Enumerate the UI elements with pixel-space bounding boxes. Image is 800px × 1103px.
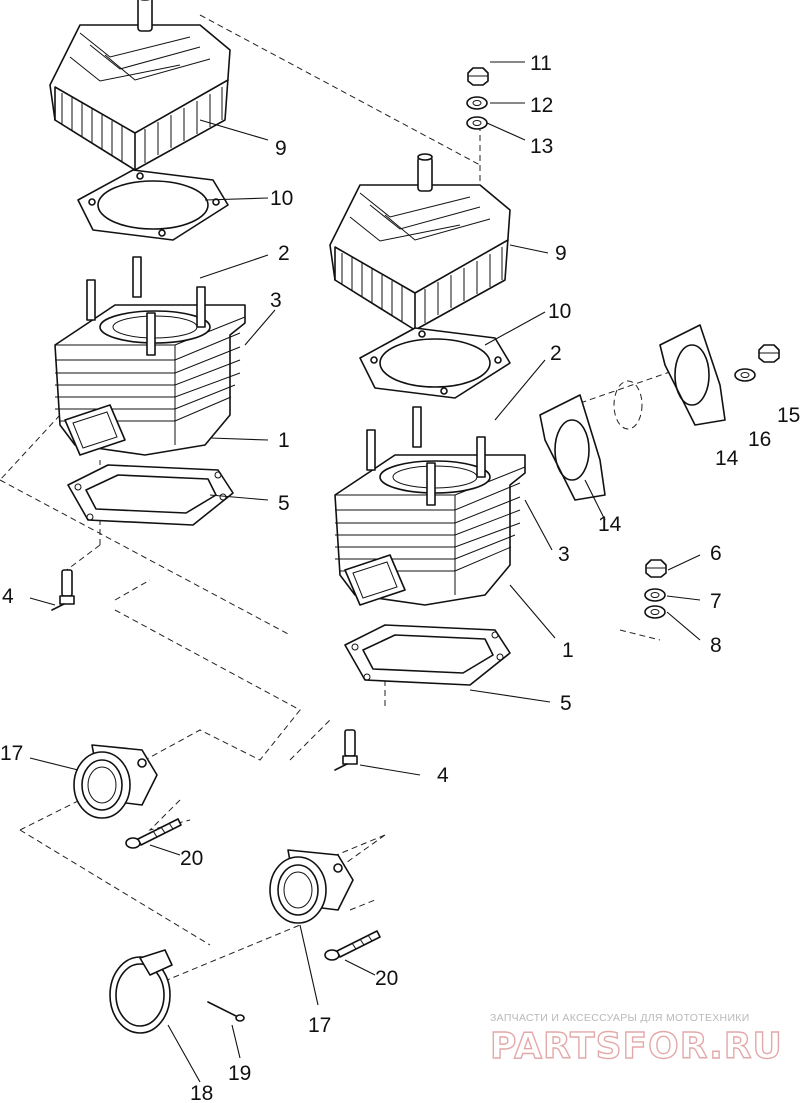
bolt-20-right [324,930,381,961]
callout-14-left: 14 [598,513,622,536]
watermark-tagline: ЗАПЧАСТИ И АКСЕССУАРЫ ДЛЯ МОТОТЕХНИКИ [490,1012,750,1024]
callout-19: 19 [228,1062,251,1085]
cylinder-right [334,406,526,606]
callout-4-right: 4 [437,764,449,787]
bolt-20-left [125,818,182,849]
callout-7: 7 [710,590,722,613]
callout-17-left: 17 [0,742,23,765]
callout-10-right: 10 [548,300,571,323]
callout-8: 8 [710,634,722,657]
callout-18: 18 [190,1082,213,1103]
head-gasket-left [77,169,229,241]
callout-3-left: 3 [270,289,282,312]
callout-2-left: 2 [278,242,290,265]
exhaust-gasket-ghost [613,380,643,430]
watermark: ЗАПЧАСТИ И АКСЕССУАРЫ ДЛЯ МОТОТЕХНИКИ PA… [489,1012,783,1068]
bleed-valve-right [334,729,358,771]
flat-washer-8 [644,605,666,619]
callout-13: 13 [530,135,553,158]
callout-17-right: 17 [308,1014,331,1037]
callout-10-left: 10 [270,187,293,210]
callout-1-left: 1 [278,429,290,452]
callout-6: 6 [710,542,722,565]
cylinder-head-right [329,153,511,331]
callout-16: 16 [748,428,771,451]
exhaust-washer [734,368,756,382]
callout-9-right: 9 [555,242,567,265]
nut-6 [645,559,667,578]
callout-15: 15 [777,404,800,427]
callout-20-right: 20 [375,967,398,990]
callout-12: 12 [530,94,553,117]
cylinder-left [54,256,246,456]
callout-5-left: 5 [278,492,290,515]
lock-washer-12 [466,96,488,110]
callout-20-left: 20 [180,847,203,870]
flat-washer-13 [466,116,488,130]
callout-2-right: 2 [550,342,562,365]
base-gasket-left [67,464,234,526]
intake-flange-right [269,849,354,924]
exhaust-gasket-rear [659,324,726,426]
bleed-valve-left [51,569,75,611]
exhaust-nut [758,344,780,363]
nut-11 [467,67,489,86]
callout-3-right: 3 [558,543,570,566]
watermark-brand: PARTSFOR.RU [490,1026,783,1067]
callout-4-left: 4 [2,585,14,608]
callout-11: 11 [530,52,552,75]
callout-9-left: 9 [275,137,287,160]
hose-clamp [109,949,173,1034]
lock-washer-7 [644,588,666,602]
exhaust-gasket-front [539,394,606,501]
head-gasket-right [359,327,511,399]
base-gasket-right [344,624,511,686]
callout-labels: 9 10 2 3 1 5 4 11 12 13 9 10 2 15 16 14 … [0,52,800,1103]
cylinder-head-left [49,0,231,171]
callout-1-right: 1 [562,639,574,662]
intake-flange-left [73,744,158,819]
callout-5-right: 5 [560,692,572,715]
callout-14-right: 14 [715,447,739,470]
clamp-screw [207,1001,245,1022]
leader-lines [29,61,701,1083]
